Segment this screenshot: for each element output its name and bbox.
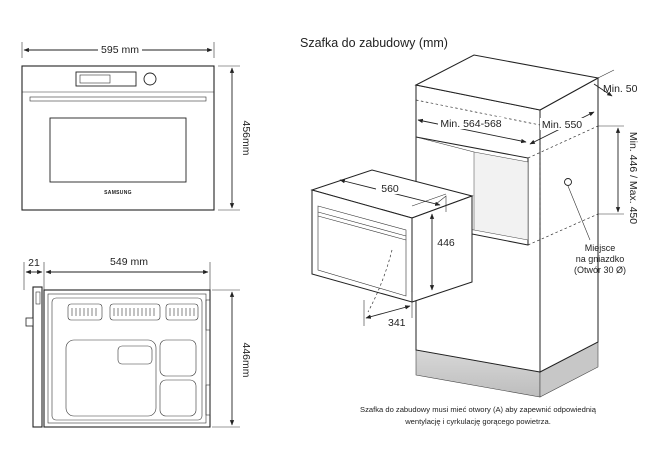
side-view: 21 549 mm 446mm <box>23 255 252 428</box>
oven-height-label: 446 <box>437 237 455 249</box>
side-height-label: 446mm <box>240 342 252 377</box>
vent-slats <box>71 308 195 316</box>
side-panel-label <box>117 345 153 365</box>
cabinet-title: Szafka do zabudowy (mm) <box>300 36 448 50</box>
socket-hole-icon <box>564 178 572 186</box>
oven-front-body <box>21 65 215 211</box>
min-depth-label-bg <box>540 118 584 130</box>
oven-width-label: 560 <box>381 183 399 195</box>
side-vent-2 <box>109 303 161 321</box>
socket-label-line2: na gniazdko <box>576 254 625 264</box>
side-bracket-top <box>205 299 211 331</box>
socket-label-line3: (Otwór 30 Ø) <box>574 265 626 275</box>
side-body-inner <box>47 293 207 424</box>
side-vent-3 <box>165 303 199 321</box>
oven-front-panel <box>317 205 407 297</box>
display-screen <box>79 74 111 84</box>
front-width-label-bg <box>98 43 142 56</box>
side-body <box>43 289 211 428</box>
ventilation-note-line1: Szafka do zabudowy musi mieć otwory (A) … <box>360 405 597 414</box>
side-handle <box>25 317 34 327</box>
min-top-extension <box>597 69 615 79</box>
depth-label-bg <box>106 255 152 268</box>
door-window <box>49 117 187 183</box>
cabinet-view: Szafka do zabudowy (mm) Miejsce na gniaz… <box>300 36 639 426</box>
side-door-plate <box>32 286 43 428</box>
door-swing-label: 341 <box>388 317 406 329</box>
ventilation-note-line2: wentylację i cyrkulację gorącego powietr… <box>404 417 551 426</box>
min-max-height-label: Min. 446 / Max. 450 <box>627 132 639 224</box>
side-panel-upper-right <box>159 339 197 377</box>
socket-label-line1: Miejsce <box>585 243 616 253</box>
min-width-label: Min. 564-568 <box>440 118 501 130</box>
brand-logo: SAMSUNG <box>104 190 132 196</box>
min-width-dimension-line <box>417 118 527 144</box>
side-hinge-top <box>35 291 41 305</box>
control-knob-icon <box>143 72 157 86</box>
door-swing-dimension-line <box>365 305 411 319</box>
front-width-label: 595 mm <box>101 44 139 56</box>
front-height-label: 456mm <box>240 120 252 155</box>
min-top-arrow <box>593 83 613 97</box>
min-top-label: Min. 50 <box>603 83 638 95</box>
side-vent-1 <box>67 303 103 321</box>
display-panel <box>75 71 137 87</box>
depth-label: 549 mm <box>110 256 148 268</box>
side-cavity-outline <box>51 297 203 421</box>
min-width-label-bg <box>438 117 504 129</box>
oven-width-label-bg <box>376 181 404 194</box>
opening-back-wall <box>473 151 529 241</box>
min-depth-label: Min. 550 <box>542 119 582 131</box>
oven-control-strip <box>317 211 407 237</box>
side-bracket-bottom <box>205 384 211 416</box>
side-panel-lower-right <box>159 379 197 417</box>
oven-height-label-bg <box>434 235 458 248</box>
socket-leader-line <box>567 185 591 241</box>
oven-handle-line <box>317 215 407 241</box>
side-panel-large <box>65 339 157 417</box>
offset-label: 21 <box>28 257 40 269</box>
front-view: 595 mm SAMSUNG 456mm <box>21 42 252 211</box>
door-handle <box>29 96 207 102</box>
